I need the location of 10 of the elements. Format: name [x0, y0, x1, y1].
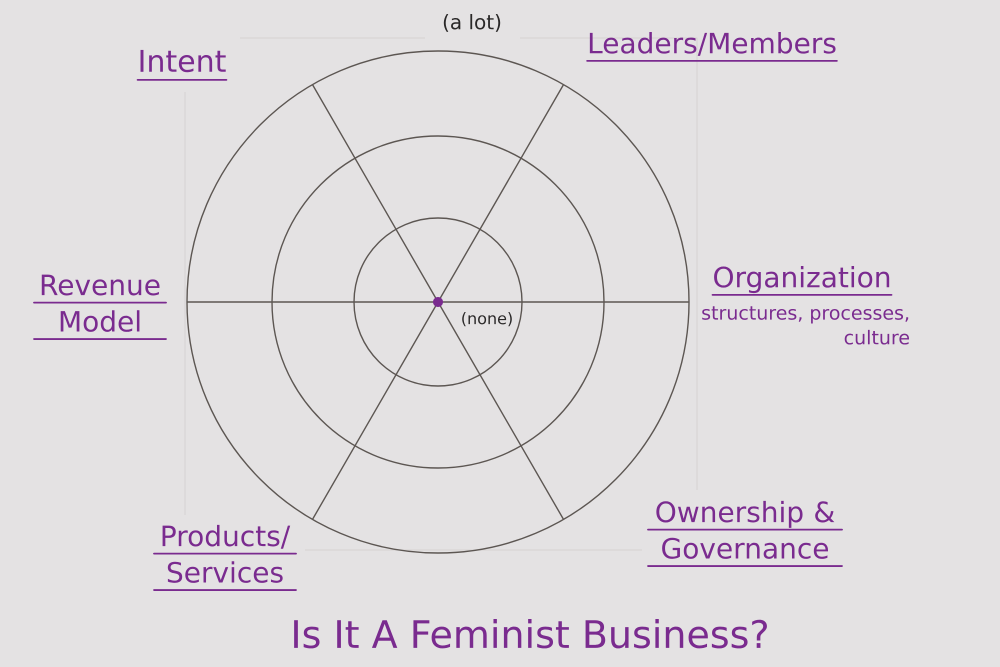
axis-label: Leaders/Members	[586, 32, 838, 62]
axis-note: structures, processes, culture	[702, 306, 910, 345]
axis-label: Ownership & Governance	[647, 500, 843, 567]
title: Is It A Feminist Business?	[294, 619, 767, 648]
scale-label: (none)	[462, 312, 512, 326]
axis-label: Intent	[136, 50, 228, 81]
axis-label: Revenue Model	[33, 274, 167, 340]
scale-label: (a lot)	[444, 14, 500, 32]
axis-label: Organization	[712, 266, 892, 296]
axis-label: Products/ Services	[153, 524, 297, 591]
